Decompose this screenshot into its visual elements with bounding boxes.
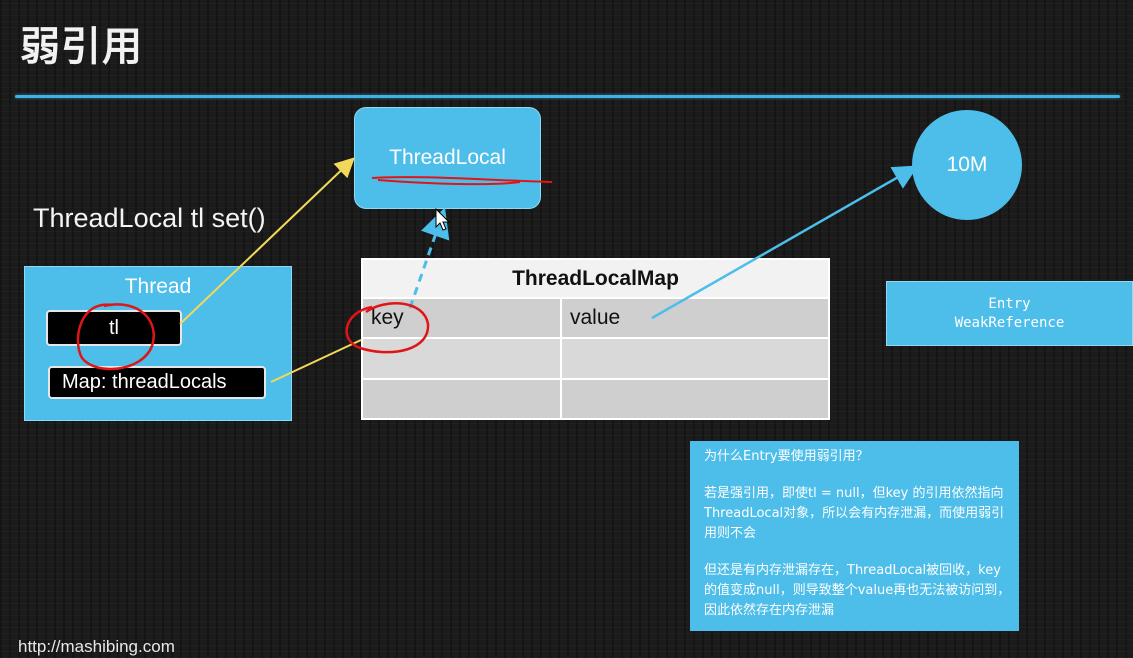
slide-title: 弱引用 [20, 24, 143, 70]
table-row [361, 377, 830, 421]
red-circle-key-annotation [345, 302, 430, 354]
thread-field-tl-label: tl [109, 316, 119, 339]
map-value-cell: value [560, 297, 830, 340]
map-value-cell [560, 377, 830, 421]
map-to-key-arrow [270, 339, 362, 383]
entry-label: Entry [988, 295, 1031, 312]
red-underline-annotation [371, 176, 553, 186]
table-row [361, 337, 830, 380]
map-key-cell: key [361, 297, 562, 340]
explanation-note: 为什么Entry要使用弱引用？ 若是强引用，即使tl = null，但key 的… [690, 441, 1019, 631]
thread-field-tl: tl [46, 310, 182, 346]
thread-box: Thread tl Map: threadLocals [24, 266, 292, 421]
note-paragraph-strong-ref: 若是强引用，即使tl = null，但key 的引用依然指向ThreadLoca… [704, 486, 1005, 541]
note-paragraph-leak: 但还是有内存泄漏存在，ThreadLocal被回收，key 的值变成null，则… [704, 563, 1011, 618]
table-row: key value [361, 297, 830, 340]
threadlocal-object-box: ThreadLocal [354, 107, 541, 209]
key-weakref-arrow [408, 207, 450, 309]
code-call-text: ThreadLocal tl set() [33, 203, 266, 233]
map-key-cell [361, 377, 562, 421]
mouse-cursor-icon [435, 207, 451, 231]
weakreference-label: WeakReference [954, 314, 1065, 331]
threadlocalmap-table: ThreadLocalMap key value [361, 257, 830, 421]
value-to-heap-arrow [651, 165, 919, 320]
thread-field-map: Map: threadLocals [48, 366, 266, 399]
tl-to-threadlocal-arrow [179, 157, 355, 325]
heap-object-circle: 10M [912, 110, 1022, 220]
thread-label: Thread [124, 275, 192, 298]
entry-weakreference-box: Entry WeakReference [886, 281, 1133, 346]
map-key-cell [361, 337, 562, 380]
heap-object-label: 10M [946, 153, 988, 176]
map-value-cell [560, 337, 830, 380]
thread-field-map-label: Map: threadLocals [62, 371, 227, 393]
threadlocalmap-title: ThreadLocalMap [361, 257, 830, 300]
note-question: 为什么Entry要使用弱引用？ [704, 449, 869, 464]
red-circle-tl-annotation [76, 303, 155, 371]
title-divider [15, 95, 1120, 98]
threadlocal-object-label: ThreadLocal [389, 146, 506, 169]
footer-url: http://mashibing.com [18, 637, 175, 656]
